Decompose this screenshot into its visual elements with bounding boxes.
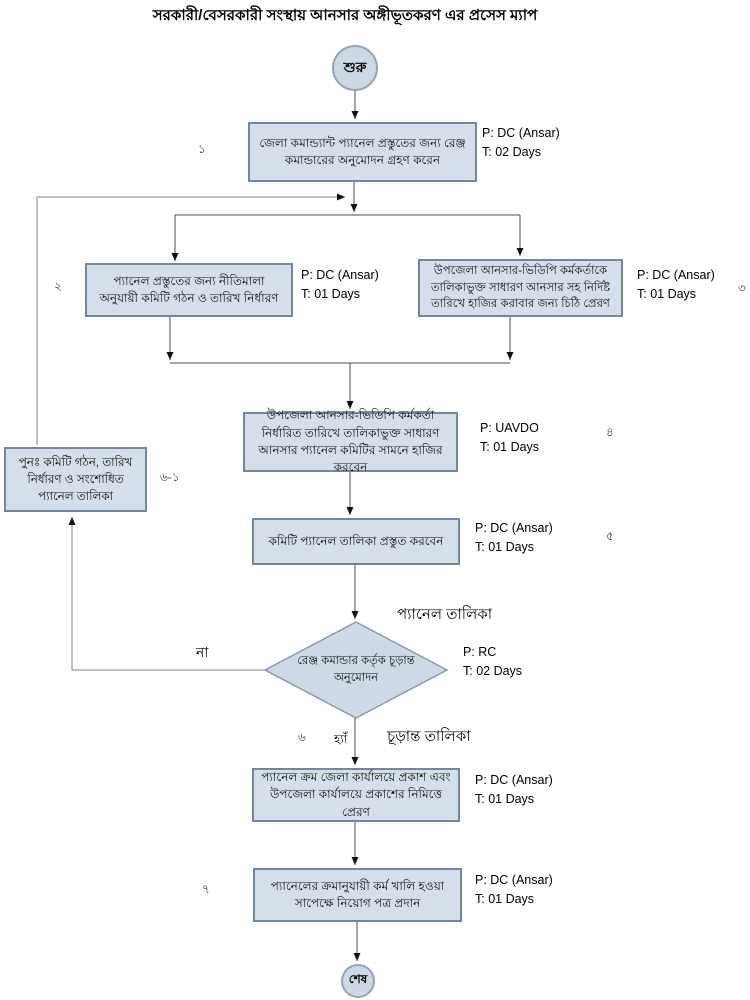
no-branch-label: না (196, 644, 209, 660)
step-2-box: প্যানেল প্রস্তুতের জন্য নীতিমালা অনুযায়… (85, 263, 293, 317)
step-7-annotation: P: DC (Ansar) T: 01 Days (475, 871, 553, 909)
page-title: সরকারী/বেসরকারী সংস্থায় আনসার অঙ্গীভূতক… (152, 7, 538, 24)
step-number-1: ১ (198, 142, 206, 156)
step-3-box: উপজেলা আনসার-ভিডিপি কর্মকর্তাকে তালিকাভু… (418, 259, 623, 317)
step-1-box: জেলা কমান্ড্যান্ট প্যানেল প্রস্তুতের জন্… (248, 122, 477, 182)
step-7-box: প্যানেলের ক্রমানুযায়ী কর্ম খালি হওয়া স… (253, 868, 462, 922)
step-number-3: ৩ (738, 281, 746, 295)
step-number-2: ২ (54, 279, 62, 293)
step-2-time: T: 01 Days (301, 287, 361, 301)
step-6-annotation: P: DC (Ansar) T: 01 Days (475, 771, 553, 809)
step-3-text: উপজেলা আনসার-ভিডিপি কর্মকর্তাকে তালিকাভু… (430, 265, 611, 311)
step-5-annotation: P: DC (Ansar) T: 01 Days (475, 519, 553, 557)
step-4-performer: P: UAVDO (480, 421, 539, 435)
step-5-text: কমিটি প্যানেল তালিকা প্রস্তুত করবেন (268, 533, 444, 548)
step-5-performer: P: DC (Ansar) (475, 521, 553, 535)
step-6-performer: P: DC (Ansar) (475, 773, 553, 787)
step-7-time: T: 01 Days (475, 892, 535, 906)
step-6-text: প্যানেল ক্রম জেলা কার্যালয়ে প্রকাশ এবং … (261, 769, 451, 819)
step-6-time: T: 01 Days (475, 792, 535, 806)
end-terminator: শেষ (341, 964, 375, 998)
step-1-annotation: P: DC (Ansar) T: 02 Days (482, 124, 560, 162)
step-4-time: T: 01 Days (480, 440, 540, 454)
step-1-text: জেলা কমান্ড্যান্ট প্যানেল প্রস্তুতের জন্… (259, 135, 466, 167)
step-3-time: T: 01 Days (637, 287, 697, 301)
step-number-5: ৫ (606, 529, 614, 543)
step-1-time: T: 02 Days (482, 145, 542, 159)
end-label: শেষ (348, 972, 368, 986)
step-2-performer: P: DC (Ansar) (301, 268, 379, 282)
step-7-text: প্যানেলের ক্রমানুযায়ী কর্ম খালি হওয়া স… (270, 878, 445, 910)
final-list-label: চূড়ান্ত তালিকা (387, 728, 471, 745)
panel-list-label: প্যানেল তালিকা (397, 606, 493, 623)
decision-text: রেঞ্জ কমান্ডার কর্তৃক চূড়ান্ত অনুমোদন (297, 654, 415, 684)
decision-annotation: P: RC T: 02 Days (463, 643, 522, 681)
step-number-7: ৭ (202, 882, 210, 896)
yes-branch-label: হ্যাঁ (334, 732, 348, 746)
step-6-box: প্যানেল ক্রম জেলা কার্যালয়ে প্রকাশ এবং … (252, 768, 460, 822)
decision-diamond (263, 621, 449, 719)
step-4-text: উপজেলা আনসার-ভিডিপি কর্মকর্তা নির্ধারিত … (258, 408, 443, 475)
step-5-box: কমিটি প্যানেল তালিকা প্রস্তুত করবেন (252, 518, 460, 565)
step-1-performer: P: DC (Ansar) (482, 126, 560, 140)
decision-time: T: 02 Days (463, 664, 523, 678)
start-label: শুরু (343, 59, 367, 75)
step-3-performer: P: DC (Ansar) (637, 268, 715, 282)
rework-box: পুনঃ কমিটি গঠন, তারিখ নির্ধারণ ও সংশোধিত… (4, 447, 147, 512)
step-4-box: উপজেলা আনসার-ভিডিপি কর্মকর্তা নির্ধারিত … (243, 408, 458, 474)
start-terminator: শুরু (332, 45, 378, 91)
step-number-6: ৬ (298, 730, 306, 744)
rework-text: পুনঃ কমিটি গঠন, তারিখ নির্ধারণ ও সংশোধিত… (18, 454, 133, 504)
step-5-time: T: 01 Days (475, 540, 535, 554)
step-number-6-1: ৬-১ (160, 470, 180, 484)
step-number-4: ৪ (606, 425, 614, 439)
step-3-annotation: P: DC (Ansar) T: 01 Days (637, 266, 715, 304)
step-2-text: প্যানেল প্রস্তুতের জন্য নীতিমালা অনুযায়… (99, 273, 279, 305)
decision-performer: P: RC (463, 645, 497, 659)
step-2-annotation: P: DC (Ansar) T: 01 Days (301, 266, 379, 304)
step-7-performer: P: DC (Ansar) (475, 873, 553, 887)
step-4-annotation: P: UAVDO T: 01 Days (480, 419, 539, 457)
